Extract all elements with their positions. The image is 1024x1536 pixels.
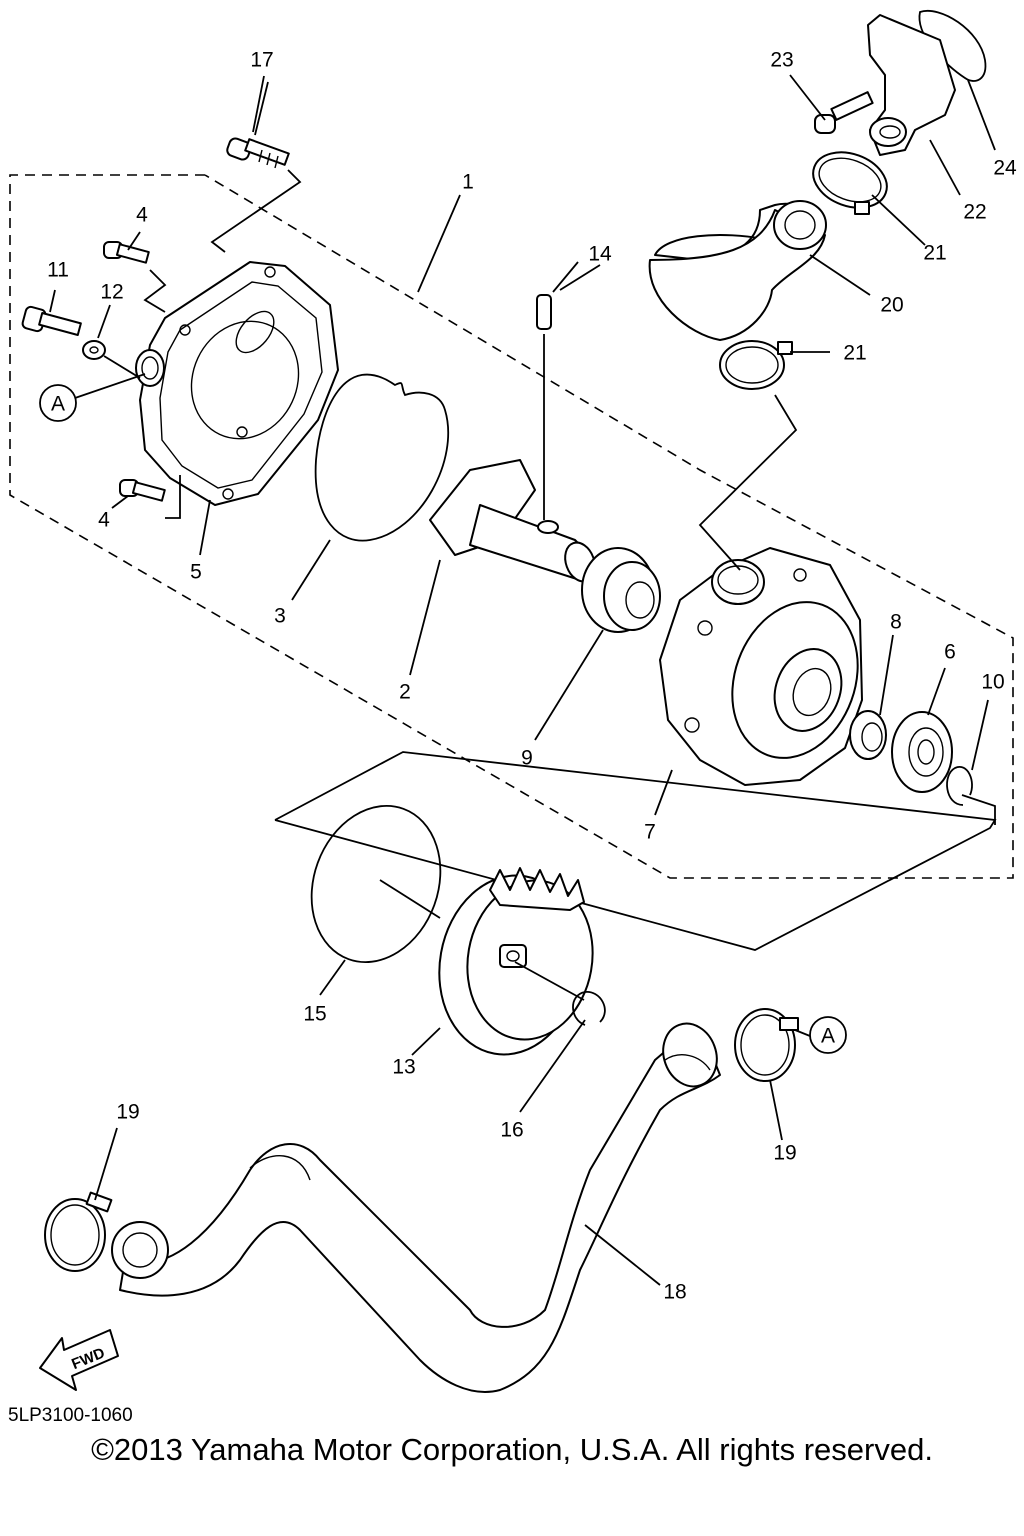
part-11-bolt: [21, 305, 82, 336]
callout-6: 6: [944, 641, 956, 664]
part-16-circlip: [572, 991, 606, 1026]
copyright-notice: ©2013 Yamaha Motor Corporation, U.S.A. A…: [91, 1432, 933, 1467]
callout-5: 5: [190, 561, 202, 584]
callout-16: 16: [500, 1119, 523, 1142]
callout-9: 9: [521, 747, 533, 770]
callout-4-upper: 4: [136, 204, 148, 227]
reference-mark-a-right: A: [821, 1025, 835, 1048]
part-19-hose-clamp-right: [734, 1008, 799, 1082]
assembly-boundary-outline: [9, 174, 1014, 879]
callout-14: 14: [588, 243, 612, 266]
callout-24: 24: [993, 157, 1017, 180]
callout-19-right: 19: [773, 1142, 796, 1165]
callout-7: 7: [644, 821, 656, 844]
callout-4-lower: 4: [98, 509, 110, 532]
callout-12: 12: [100, 281, 123, 304]
part-23-bolt: [814, 91, 874, 134]
part-5-pump-cover: [135, 261, 339, 506]
callout-15: 15: [303, 1003, 326, 1026]
part-13-drive-gear: [438, 867, 594, 1056]
part-4-bolt-upper: [103, 241, 150, 264]
callout-23: 23: [770, 49, 793, 72]
part-12-washer: [82, 340, 106, 360]
callout-20: 20: [880, 294, 903, 317]
part-21-hose-clamp-lower: [719, 340, 793, 390]
part-19-hose-clamp-left: [44, 1191, 113, 1272]
callout-22: 22: [963, 201, 986, 224]
part-9-seal: [581, 547, 661, 633]
callout-2: 2: [399, 681, 411, 704]
part-3-o-ring: [314, 373, 450, 542]
part-20-hose: [648, 200, 827, 341]
callout-8: 8: [890, 611, 902, 634]
part-22-outlet-elbow: [867, 14, 956, 156]
part-4-bolt-lower: [119, 479, 166, 502]
subassembly-outline: [274, 751, 997, 951]
part-21-hose-clamp-upper: [812, 151, 888, 215]
callout-13: 13: [392, 1056, 415, 1079]
part-7-pump-housing: [659, 547, 863, 786]
drawing-code: 5LP3100-1060: [8, 1405, 133, 1426]
callout-1: 1: [462, 171, 474, 194]
reference-mark-a-left-circle: [39, 384, 77, 422]
part-18-hose: [111, 1022, 721, 1393]
callout-19-left: 19: [116, 1101, 139, 1124]
callout-21-lower: 21: [843, 342, 866, 365]
callout-21-upper: 21: [923, 242, 946, 265]
part-8-oil-seal: [849, 710, 887, 760]
part-6-bearing: [891, 711, 953, 793]
callout-10: 10: [981, 671, 1004, 694]
part-14-pin: [536, 261, 579, 520]
part-2-impeller-shaft: [429, 459, 596, 583]
callout-18: 18: [663, 1281, 686, 1304]
forward-direction-arrow: FWD: [39, 1329, 119, 1391]
part-15-o-ring: [310, 804, 442, 964]
callout-17: 17: [250, 49, 273, 72]
reference-mark-a-right-circle: [809, 1016, 847, 1054]
part-17-bolt: [226, 137, 290, 169]
reference-mark-a-left: A: [51, 393, 65, 416]
callout-11: 11: [47, 259, 69, 282]
callout-3: 3: [274, 605, 286, 628]
part-10-circlip: [946, 766, 973, 806]
